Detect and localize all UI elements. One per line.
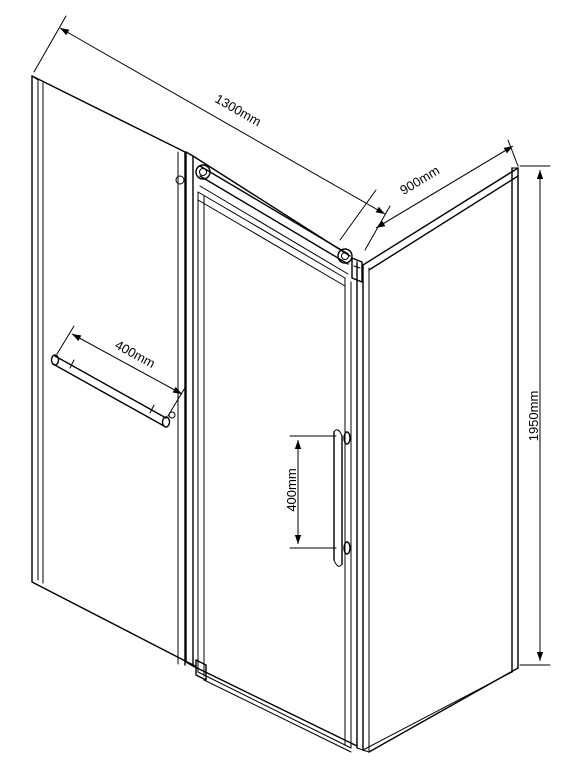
towel-bar <box>50 354 176 428</box>
sliding-door <box>185 151 358 753</box>
corner-post <box>356 261 370 753</box>
fixed-glass-panel <box>31 75 196 667</box>
handle-dimension-label: 400mm <box>284 468 299 511</box>
height-dimension-label: 1950mm <box>526 391 541 442</box>
glass-clip-icon <box>175 175 185 185</box>
door-handle <box>333 429 351 567</box>
depth-dimension: 900mm <box>364 139 519 251</box>
height-dimension: 1950mm <box>519 165 551 666</box>
width-dimension-label: 1300mm <box>213 91 264 129</box>
towel-bar-dimension-label: 400mm <box>113 337 158 371</box>
top-rail <box>195 164 363 283</box>
side-return-panel <box>362 167 519 753</box>
handle-dimension: 400mm <box>284 435 337 549</box>
roller-right-icon <box>337 248 353 264</box>
